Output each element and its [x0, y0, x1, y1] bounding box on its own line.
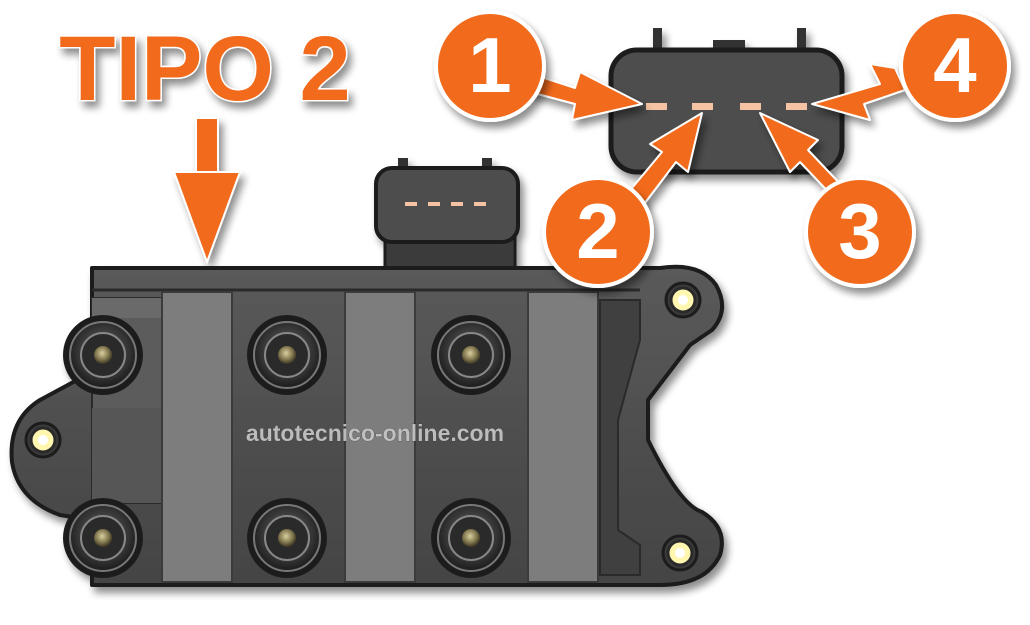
- callout-4: 4: [899, 10, 1011, 122]
- coil-tower-icon: [63, 498, 143, 578]
- housing-strip: [344, 291, 416, 583]
- callout-number: 4: [933, 21, 976, 109]
- body-connector-pins: [405, 202, 486, 206]
- housing-strips: [161, 291, 599, 583]
- callout-number: 3: [838, 187, 881, 275]
- down-arrow-icon: [172, 117, 242, 265]
- coil-tower-icon: [247, 315, 327, 395]
- connector-pin-icon: [740, 103, 761, 110]
- coil-pack: [9, 158, 724, 587]
- watermark: autotecnico-online.com: [246, 420, 504, 446]
- connector-pin-icon: [786, 103, 807, 110]
- mount-hole-icon: [24, 421, 62, 459]
- coil-tower-icon: [431, 315, 511, 395]
- coil-tower-icon: [63, 315, 143, 395]
- connector-pin-icon: [451, 202, 463, 206]
- coil-tower-icon: [431, 498, 511, 578]
- housing-strip: [527, 291, 599, 583]
- callout-number: 2: [576, 187, 619, 275]
- mount-hole-icon: [664, 281, 702, 319]
- callout-2: 2: [542, 176, 654, 288]
- housing-strip: [161, 291, 233, 583]
- connector-pin-icon: [405, 202, 417, 206]
- title-group: TIPO 2: [58, 17, 352, 122]
- callout-arrows: [514, 63, 906, 213]
- connector-pins: [646, 103, 807, 110]
- connector-pin-icon: [692, 103, 713, 110]
- callout-number: 1: [468, 21, 511, 109]
- callout-3: 3: [804, 176, 916, 288]
- callout-arrow-icon: [811, 63, 906, 121]
- page-title: TIPO 2: [59, 18, 350, 120]
- connector-pin-icon: [474, 202, 486, 206]
- connector-pin-icon: [428, 202, 440, 206]
- connector-pin-icon: [646, 103, 667, 110]
- mount-hole-icon: [661, 534, 699, 572]
- body-connector: [374, 158, 520, 278]
- coil-tower-icon: [247, 498, 327, 578]
- mount-holes: [24, 281, 702, 572]
- coil-towers: [63, 315, 511, 578]
- callout-1: 1: [434, 10, 546, 122]
